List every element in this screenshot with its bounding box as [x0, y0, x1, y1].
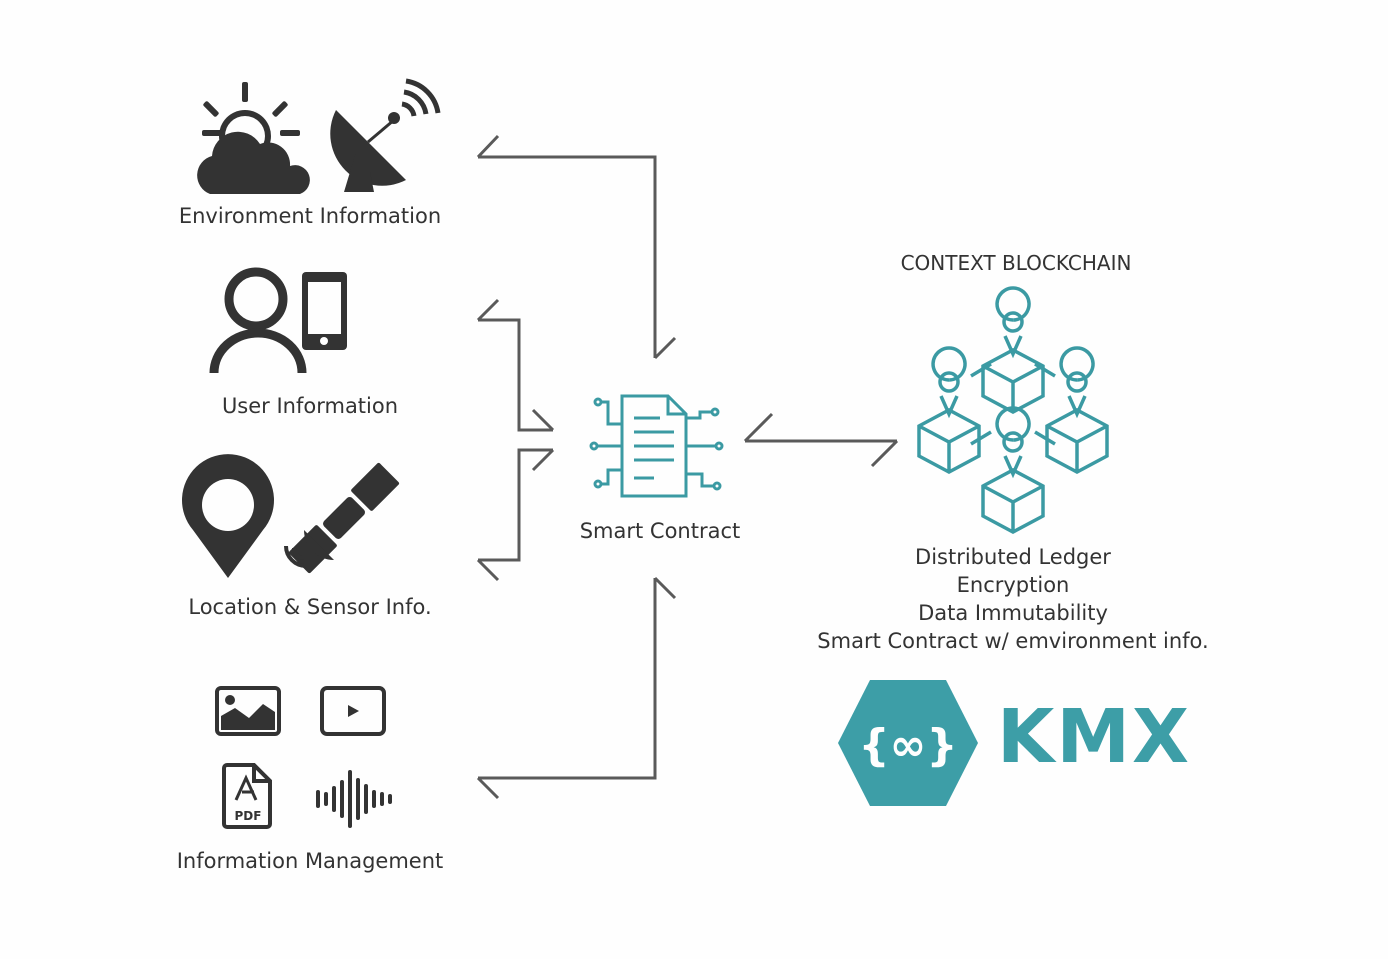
feature-encryption: Encryption	[956, 573, 1070, 597]
feature-smart-contract-env: Smart Contract w/ emvironment info.	[817, 629, 1209, 653]
context-blockchain-title: CONTEXT BLOCKCHAIN	[900, 251, 1132, 275]
blockchain-features: Distributed Ledger Encryption Data Immut…	[808, 543, 1218, 655]
arrow-info-mgmt	[476, 576, 677, 800]
node-right	[1045, 346, 1109, 474]
kmx-logo-brace-text: {∞}	[858, 720, 957, 771]
pdf-icon: PDF	[222, 763, 272, 829]
node-bottom	[981, 406, 1045, 534]
user-information-label: User Information	[221, 394, 399, 418]
person-icon	[209, 267, 307, 374]
feature-distributed-ledger: Distributed Ledger	[915, 545, 1111, 569]
map-pin-icon	[182, 454, 274, 578]
feature-data-immutability: Data Immutability	[918, 601, 1108, 625]
audio-wave-icon	[316, 770, 392, 828]
video-play-icon	[320, 686, 386, 736]
node-left	[917, 346, 981, 474]
blockchain-network-icon	[917, 286, 1109, 534]
image-icon	[215, 686, 281, 736]
smartphone-icon	[302, 272, 347, 350]
location-sensor-info-label: Location & Sensor Info.	[188, 595, 432, 619]
contract-document-icon	[589, 394, 724, 498]
kmx-logo-text: KMX	[997, 694, 1192, 780]
sun-cloud-icon	[197, 82, 310, 194]
information-management-label: Information Management	[176, 849, 444, 873]
environment-information-label: Environment Information	[178, 204, 442, 228]
arrow-user	[476, 298, 555, 432]
node-top	[981, 286, 1045, 414]
arrow-location	[476, 448, 555, 582]
kmx-logo-hexagon: {∞}	[838, 680, 978, 806]
smart-contract-label: Smart Contract	[579, 519, 741, 543]
arrow-environment-tip	[653, 336, 677, 360]
arrow-blockchain	[743, 412, 899, 468]
satellite-dish-icon	[330, 78, 441, 192]
pdf-icon-text: PDF	[235, 809, 262, 823]
satellite-icon	[284, 462, 400, 574]
arrow-environment	[476, 134, 657, 358]
